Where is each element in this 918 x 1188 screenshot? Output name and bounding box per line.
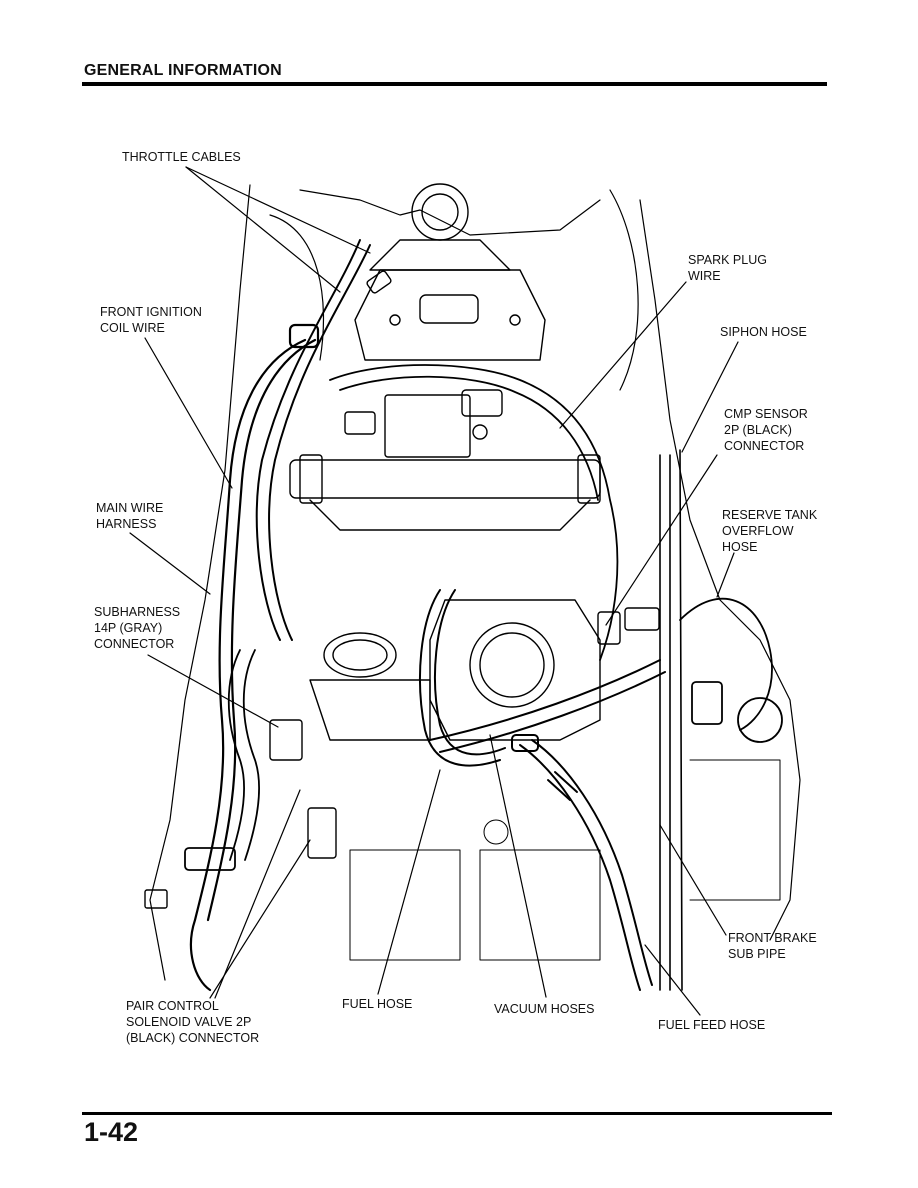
label-pair-control-solenoid-connector: PAIR CONTROL SOLENOID VALVE 2P (BLACK) C… — [126, 999, 260, 1045]
label-vacuum-hoses: VACUUM HOSES — [494, 1002, 595, 1016]
label-fuel-feed-hose: FUEL FEED HOSE — [658, 1018, 766, 1032]
ignition-coil — [344, 389, 503, 458]
footer-rule — [82, 1112, 832, 1115]
coil-wires — [329, 364, 619, 661]
leader-lines — [129, 166, 739, 1016]
label-front-brake-sub-pipe: FRONT BRAKE SUB PIPE — [728, 931, 817, 961]
frame-outline — [149, 184, 801, 981]
throttle-cables — [255, 239, 392, 641]
left-hoses — [184, 649, 261, 871]
label-throttle-cables: THROTTLE CABLES — [122, 150, 241, 164]
mount-plate — [354, 269, 546, 361]
label-fuel-hose: FUEL HOSE — [342, 997, 413, 1011]
section-title: GENERAL INFORMATION — [84, 62, 282, 79]
label-cmp-sensor-connector: CMP SENSOR 2P (BLACK) CONNECTOR — [724, 407, 808, 453]
label-reserve-tank-overflow-hose: RESERVE TANK OVERFLOW HOSE — [722, 508, 818, 554]
label-siphon-hose: SIPHON HOSE — [720, 325, 807, 339]
label-front-ignition-coil-wire: FRONT IGNITION COIL WIRE — [100, 305, 202, 335]
label-spark-plug-wire: SPARK PLUG WIRE — [688, 253, 767, 283]
brake-sub-pipe — [659, 449, 683, 991]
upper-cap — [369, 183, 511, 271]
throttle-body — [309, 599, 601, 741]
page-number: 1-42 — [84, 1117, 139, 1147]
overflow-hose — [679, 597, 783, 743]
fuel-hose — [511, 734, 653, 991]
frame-crossmember — [289, 454, 601, 531]
lower-engine — [349, 759, 781, 961]
connectors — [144, 607, 660, 909]
wire-harness — [189, 323, 320, 992]
label-subharness-connector: SUBHARNESS 14P (GRAY) CONNECTOR — [94, 605, 181, 651]
header-rule — [82, 82, 827, 86]
label-main-wire-harness: MAIN WIRE HARNESS — [96, 501, 164, 531]
vacuum-hoses — [419, 589, 666, 767]
